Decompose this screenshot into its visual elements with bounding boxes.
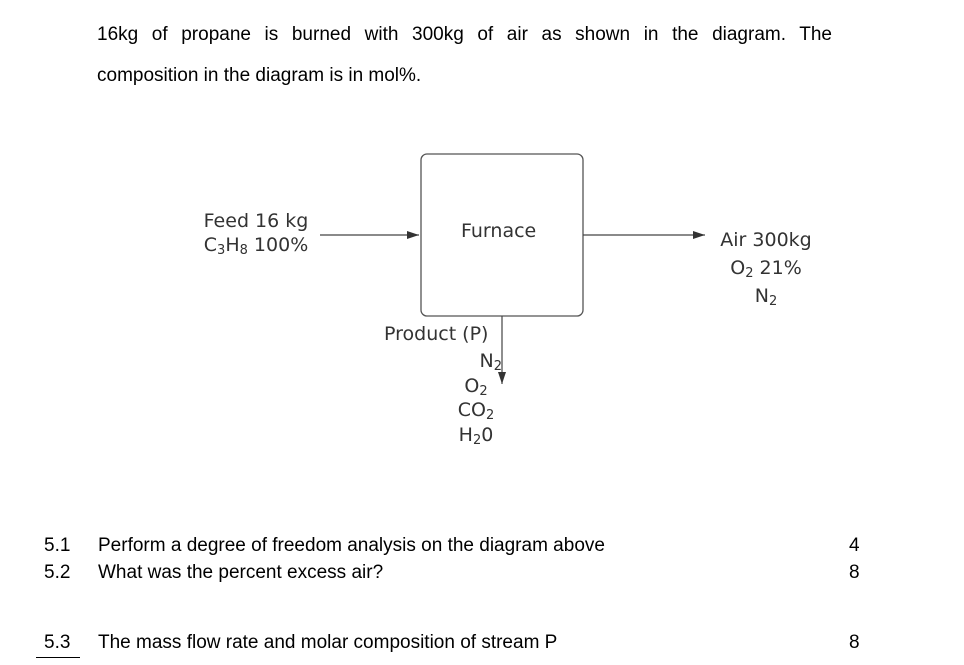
question-number: 5.2 [44,562,71,583]
question-number: 5.1 [44,535,71,556]
question-number: 5.3 [44,632,71,653]
question-text: What was the percent excess air? [98,562,384,583]
feed-mass: Feed 16 kg [203,210,309,232]
question-5-1: 5.1 Perform a degree of freedom analysis… [0,533,964,559]
question-text: Perform a degree of freedom analysis on … [98,535,605,556]
air-mass: Air 300kg [720,229,812,251]
product-o2: O2 [464,374,488,399]
air-o2-fraction: O2 21% [730,257,802,281]
statement-line-2: composition in the diagram is in mol%. [97,65,422,86]
question-text: The mass flow rate and molar composition… [98,632,558,653]
furnace-label: Furnace [461,220,537,242]
product-stream-label: Product (P) [384,323,489,345]
product-co2: CO2 [457,399,495,423]
process-flow-diagram [320,153,705,384]
question-5-2: 5.2 What was the percent excess air? 8 [0,560,964,586]
product-components: N2 O2 CO2 H20 [446,349,506,447]
product-n2: N2 [479,350,503,374]
statement-line-1: 16kg of propane is burned with 300kg of … [97,24,832,45]
feed-composition: C3H8 100% [203,234,309,258]
question-marks: 8 [849,562,860,583]
product-h2o: H20 [458,423,494,448]
question-5-3: 5.3 The mass flow rate and molar composi… [0,630,964,656]
question-marks: 8 [849,632,860,653]
question-marks: 4 [849,535,860,556]
question-number-underline [36,657,80,658]
feed-stream-label: Feed 16 kg C3H8 100% [194,209,318,257]
air-stream-label: Air 300kg O2 21% N2 [710,226,822,310]
air-n2-component: N2 [754,285,778,309]
problem-statement: 16kg of propane is burned with 300kg of … [97,14,832,96]
